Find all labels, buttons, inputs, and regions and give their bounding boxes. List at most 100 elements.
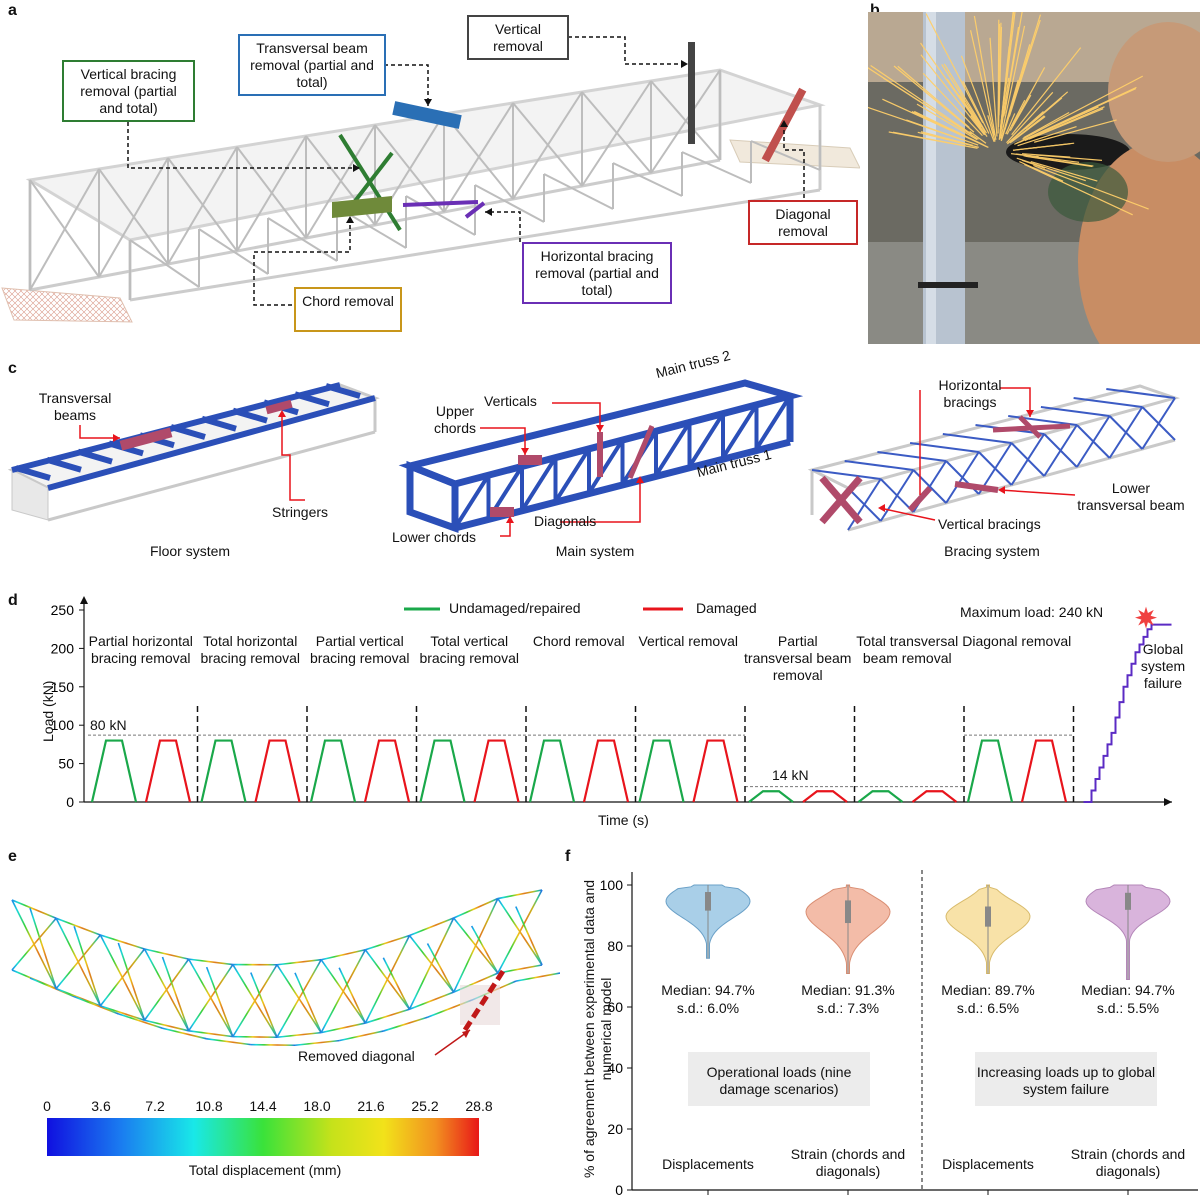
main-system-title: Main system — [555, 543, 635, 559]
scenario-label: Total transversal beam removal — [856, 633, 959, 666]
damaged-load-cycle — [1020, 739, 1068, 803]
y-tick-label: 100 — [51, 717, 75, 733]
scenario-label: Chord removal — [532, 633, 625, 649]
undamaged-load-cycle — [748, 790, 794, 803]
diagonal-highlight — [627, 425, 655, 479]
chord-removal-label: Chord removal — [294, 287, 402, 332]
upper-chord-highlight — [518, 455, 542, 465]
vertical-removal-label: Vertical removal — [467, 15, 569, 60]
transversal-beam-highlight — [119, 427, 173, 451]
scenario-label: Partial horizontal bracing removal — [88, 633, 193, 666]
upper-chords-label: Upper chords — [433, 403, 477, 436]
violin-iqr-box — [705, 892, 711, 911]
increasing-loads-box: Increasing loads up to global system fai… — [975, 1052, 1157, 1106]
colorbar-tick-label: 28.8 — [465, 1098, 493, 1114]
lower-chords-label: Lower chords — [392, 529, 477, 545]
undamaged-load-cycle — [966, 739, 1014, 803]
damaged-load-cycle — [582, 739, 630, 803]
undamaged-load-cycle — [419, 739, 466, 803]
legend-damaged-label: Damaged — [696, 600, 757, 616]
stringers-label: Stringers — [272, 504, 329, 520]
f-y-tick-label: 40 — [607, 1060, 623, 1076]
f-y-tick-label: 60 — [607, 999, 623, 1015]
load-time-chart: 0 50 100 150 200 250 — [51, 596, 1172, 810]
ref-line-80-label: 80 kN — [90, 717, 127, 733]
lower-transversal-beam-highlight — [954, 481, 999, 493]
undamaged-load-cycle — [309, 739, 357, 803]
y-tick-label: 200 — [51, 640, 75, 656]
violin-median-label: Median: 94.7% — [1081, 982, 1175, 998]
panel-letter-a: a — [8, 2, 17, 19]
failure-annotation: Global system failure — [1140, 641, 1186, 691]
time-axis-label: Time (s) — [598, 812, 649, 828]
scenario-label: Total vertical bracing removal — [419, 633, 520, 666]
colorbar-tick-label: 18.0 — [303, 1098, 331, 1114]
agreement-axis-label: % of agreement between experimental data… — [581, 879, 614, 1179]
scenario-label: Vertical removal — [638, 633, 739, 649]
verticals-label: Verticals — [484, 393, 537, 409]
damaged-load-cycle — [802, 790, 848, 803]
ref-line-14-label: 14 kN — [772, 767, 809, 783]
y-tick-label: 250 — [51, 602, 75, 618]
vertical-bracings-label: Vertical bracings — [938, 516, 1041, 532]
damaged-load-cycle — [473, 739, 520, 803]
y-tick-label: 50 — [58, 756, 74, 772]
violin-iqr-box — [1125, 892, 1131, 910]
y-tick-label: 0 — [66, 794, 74, 810]
transversal-beam-member — [392, 101, 462, 129]
undamaged-load-cycle — [528, 739, 576, 803]
colorbar-tick-label: 14.4 — [249, 1098, 277, 1114]
horizontal-bracing-removal-label: Horizontal bracing removal (partial and … — [522, 242, 672, 304]
violin-sd-label: s.d.: 6.5% — [956, 1000, 1020, 1016]
vertical-member — [688, 42, 695, 144]
violin-sd-label: s.d.: 7.3% — [816, 1000, 880, 1016]
damaged-load-cycle — [911, 790, 958, 803]
violin-category-label: Displacements — [662, 1156, 754, 1172]
violin-category-label: Strain (chords and diagonals) — [1070, 1146, 1186, 1179]
legend-undamaged-label: Undamaged/repaired — [449, 600, 581, 616]
lower-chord-highlight — [490, 507, 514, 517]
diagonals-label: Diagonals — [534, 513, 597, 529]
lower-transversal-beam-label: Lower transversal beam — [1077, 480, 1185, 513]
truss-3d-illustration — [1, 36, 860, 323]
bracing-system-title: Bracing system — [944, 543, 1040, 559]
f-y-tick-label: 100 — [600, 877, 624, 893]
scenario-label: Diagonal removal — [962, 633, 1072, 649]
floor-system-title: Floor system — [149, 543, 231, 559]
displacement-colormap — [11, 889, 560, 1156]
chord-member — [332, 196, 392, 218]
scenario-label: Partial vertical bracing removal — [309, 633, 410, 666]
vertical-highlight — [597, 432, 603, 477]
damaged-load-cycle — [144, 739, 192, 803]
vertical-bracing-removal-label: Vertical bracing removal (partial and to… — [62, 60, 195, 122]
violin-sd-label: s.d.: 5.5% — [1096, 1000, 1160, 1016]
transversal-beam-removal-label: Transversal beam removal (partial and to… — [238, 34, 386, 96]
transversal-beams-label: Transversal beams — [38, 390, 112, 423]
panel-letter-f: f — [565, 848, 571, 865]
f-y-tick-label: 0 — [615, 1182, 623, 1196]
f-y-tick-label: 20 — [607, 1121, 623, 1137]
structural-systems-illustration — [7, 379, 1181, 537]
colorbar-label: Total displacement (mm) — [188, 1162, 342, 1178]
panel-letter-c: c — [8, 360, 17, 377]
colorbar — [47, 1118, 479, 1156]
undamaged-load-cycle — [857, 790, 904, 803]
damaged-load-cycle — [254, 739, 301, 803]
y-tick-label: 150 — [51, 679, 75, 695]
colorbar-tick-label: 25.2 — [411, 1098, 439, 1114]
damaged-load-cycle — [692, 739, 739, 803]
grinder-cutting-photo — [868, 12, 1200, 344]
removed-diagonal-highlight — [462, 966, 508, 1032]
damaged-load-cycle — [363, 739, 411, 803]
failure-load-curve — [1083, 623, 1172, 803]
undamaged-load-cycle — [90, 739, 138, 803]
violin-iqr-box — [845, 900, 851, 924]
colorbar-tick-label: 3.6 — [91, 1098, 111, 1114]
colorbar-tick-label: 0 — [43, 1098, 51, 1114]
colorbar-tick-label: 10.8 — [195, 1098, 223, 1114]
colorbar-tick-label: 21.6 — [357, 1098, 385, 1114]
f-y-tick-label: 80 — [607, 938, 623, 954]
stringer-highlight — [265, 399, 293, 415]
violin-iqr-box — [985, 906, 991, 927]
